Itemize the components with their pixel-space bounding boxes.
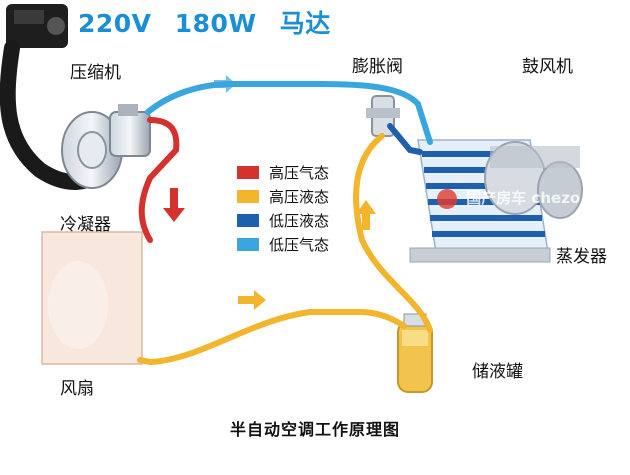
label-compressor: 压缩机 [70,63,121,83]
legend-item: 高压液态 [237,184,329,208]
watermark: 国产房车 chezo [437,187,580,209]
motor-power: 180W [174,9,257,38]
label-blower: 鼓风机 [522,57,573,77]
label-evaporator: 蒸发器 [556,247,607,267]
blower-icon [484,141,583,219]
legend-label: 高压液态 [269,187,330,206]
legend-swatch [237,165,259,179]
legend-label: 低压液态 [269,211,330,230]
pipe-high-pressure-gas [138,117,180,243]
legend-swatch [237,213,259,227]
motor-voltage: 220V [78,9,152,38]
watermark-logo-icon [437,188,457,209]
legend-item: 低压液态 [237,208,329,232]
label-expansion-valve: 膨胀阀 [352,57,403,77]
arrow-right-icon [238,290,266,310]
legend-item: 低压气态 [237,232,329,256]
arrow-right-top-icon [214,75,236,93]
motor-label: 马达 [279,9,331,38]
label-condenser: 冷凝器 [60,215,111,235]
pipe-low-pressure-gas [145,81,433,145]
receiver-drier-icon [397,313,433,393]
legend-swatch [237,237,259,251]
condenser-icon [41,231,143,365]
arrow-up-icon [356,200,376,230]
legend-label: 低压气态 [269,235,330,254]
label-receiver-drier: 储液罐 [472,362,523,382]
motor-spec-header: 220V 180W 马达 [78,4,345,40]
arrow-down-icon [163,188,185,222]
label-fan: 风扇 [60,379,94,399]
legend-label: 高压气态 [269,163,330,182]
legend-item: 高压气态 [237,160,329,184]
pipe-high-pressure-liquid [137,133,433,366]
compressor-icon [61,104,151,189]
motor-icon [6,4,68,48]
legend: 高压气态 高压液态 低压液态 低压气态 [237,160,329,256]
pipe-low-pressure-liquid [387,123,423,155]
diagram-caption: 半自动空调工作原理图 [229,420,400,439]
legend-swatch [237,189,259,203]
watermark-text: 国产房车 chezo [466,189,581,207]
